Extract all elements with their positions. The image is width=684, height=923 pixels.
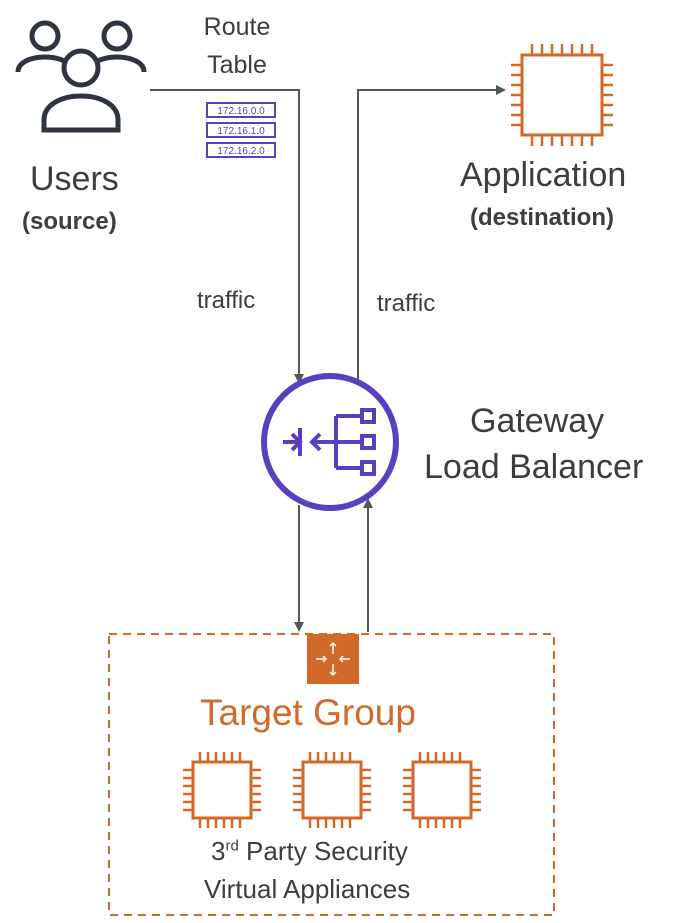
route-entry-3-text: 172.16.2.0 [217, 146, 265, 157]
appliance-chip-icon [403, 752, 481, 828]
gateway-label-line2: Load Balancer [424, 448, 644, 486]
appliances-suffix: Party Security [238, 836, 408, 866]
appliances-label-line2: Virtual Appliances [204, 874, 411, 904]
arrow-users-to-gwlb [150, 89, 304, 384]
users-sublabel: (source) [22, 208, 117, 235]
route-table-label-line2: Table [207, 51, 267, 79]
target-group-label: Target Group [200, 692, 416, 733]
route-entry-2-text: 172.16.1.0 [217, 126, 265, 137]
users-label: Users [30, 160, 119, 198]
users-icon [15, 20, 147, 133]
appliances-prefix: 3 [211, 836, 226, 866]
application-label: Application [460, 156, 627, 194]
arrow-gwlb-to-application [357, 85, 506, 380]
route-table-label-line1: Route [203, 13, 271, 41]
appliance-chip-icon [183, 752, 261, 828]
traffic-out-label: traffic [377, 290, 436, 317]
appliances-label-line1: 3rd Party Security [211, 836, 408, 867]
route-table-icon: 172.16.0.0 172.16.1.0 172.16.2.0 [206, 102, 276, 158]
route-entry-1-text: 172.16.0.0 [217, 106, 265, 117]
route-entry-3 [206, 142, 276, 158]
ec2-instance-icon [511, 44, 613, 146]
route-entry-2 [206, 122, 276, 138]
appliance-chip-icon [293, 752, 371, 828]
gateway-load-balancer-icon [261, 373, 399, 511]
application-sublabel: (destination) [470, 204, 614, 231]
route-table-label: Route Table [192, 8, 282, 84]
route-entry-1 [206, 102, 276, 118]
traffic-in-label: traffic [197, 287, 256, 314]
target-group-router-icon [307, 634, 359, 684]
appliances-superscript: rd [225, 837, 239, 855]
gateway-label-line1: Gateway [470, 402, 605, 440]
